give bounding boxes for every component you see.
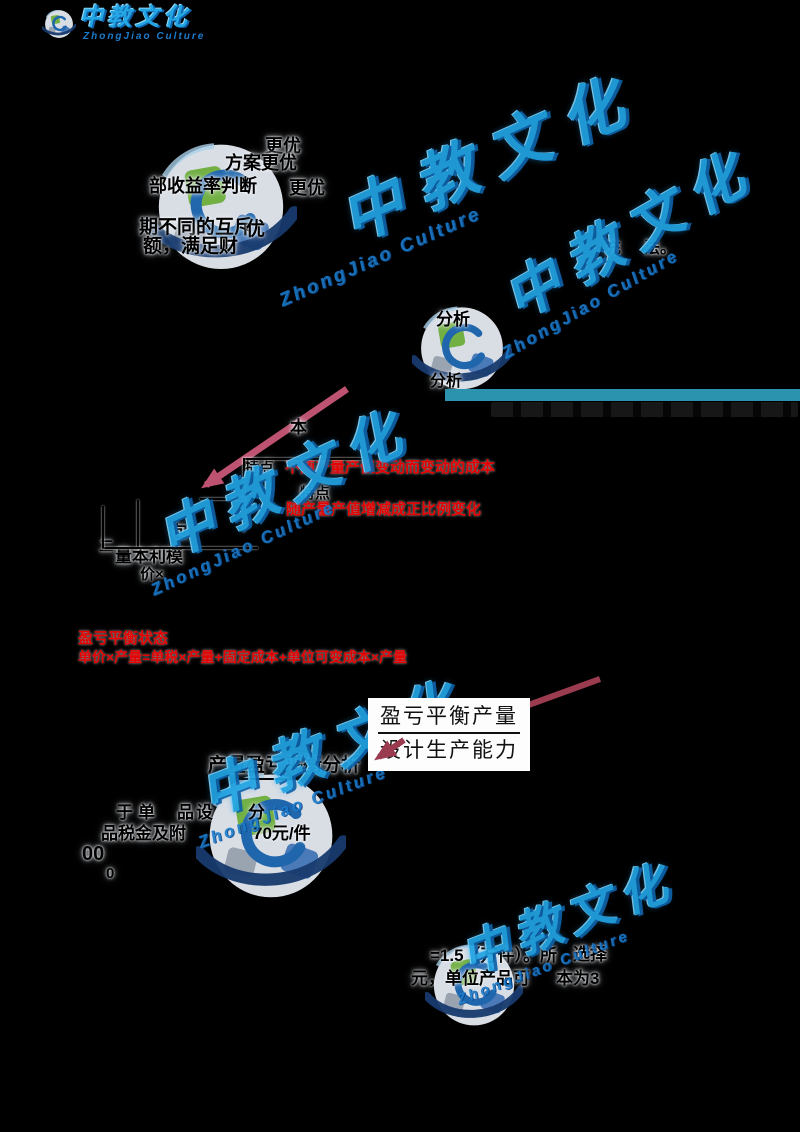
text-fragment: 部收益率判断 (149, 176, 257, 196)
text-fragment: 单价×产量=单税×产量+固定成本+单位可变成本×产量 (78, 649, 408, 665)
text-fragment: 充 (605, 240, 622, 257)
table-border-line (200, 498, 245, 500)
text-fragment: 额，满足财 (143, 236, 239, 257)
text-fragment: 产量盈亏平衡分析 (208, 755, 361, 780)
text-fragment: 量本利模 (115, 547, 183, 566)
text-fragment: 00 (82, 843, 105, 865)
text-fragment: 特点 (300, 485, 331, 502)
text-fragment: 于 (116, 803, 133, 822)
brand-text-group: 中教文化 ZhongJiao Culture (79, 4, 206, 43)
brand-logo: 中教文化 ZhongJiao Culture (42, 4, 206, 43)
brand-tagline: ZhongJiao Culture (83, 31, 206, 43)
text-fragment: 70元/件 (253, 824, 311, 843)
text-fragment: 选择 (573, 945, 607, 964)
text-fragment: 分析 (436, 310, 470, 329)
text-fragment: 元，单位产品可 (411, 969, 530, 988)
text-fragment: 品 (177, 803, 194, 822)
text-fragment: =1.5（万件）。所 (430, 946, 558, 965)
table-border-line (243, 458, 245, 532)
text-fragment: 0 (106, 865, 115, 882)
fraction-numerator: 盈亏平衡产量 (380, 704, 518, 728)
break-even-fraction-box: 盈亏平衡产量 设计生产能力 (368, 698, 530, 771)
watermark-en-text: ZhongJiao Culture (276, 202, 485, 312)
watermark-cn-text: 中教文化 (148, 397, 422, 570)
fraction-denominator: 设计生产能力 (380, 738, 518, 763)
text-fragment: 包 (172, 524, 189, 541)
text-fragment: 优 (246, 219, 266, 240)
text-fragment: 特点 (244, 459, 275, 476)
globe-logo-icon (42, 8, 76, 42)
text-fragment: 设 (196, 803, 213, 822)
watermark-en-text: ZhongJiao Culture (498, 245, 683, 363)
text-fragment: 本 (290, 418, 307, 437)
text-fragment: 更优 (289, 178, 325, 198)
brand-name: 中教文化 (79, 4, 191, 31)
text-fragment: 本为3 (556, 969, 600, 988)
table-border-line (137, 500, 139, 548)
text-fragment: 不随产量产值变动而变动的成本 (285, 459, 496, 476)
fraction-line (378, 732, 520, 735)
table-border-line (102, 547, 258, 549)
text-fragment: 盈亏平衡状态 (78, 630, 169, 647)
section-underline-bar (445, 389, 800, 401)
table-border-line (102, 506, 104, 548)
text-fragment: 方案更优 (225, 153, 297, 173)
text-fragment: 分 (248, 803, 265, 822)
connector-arrowhead (201, 468, 225, 489)
table-border-line (243, 458, 363, 460)
text-fragment: 单 (138, 803, 155, 822)
text-fragment: 价× (140, 566, 164, 583)
watermark-cn-text: 中教文化 (330, 62, 651, 256)
obscured-text-strip (491, 402, 798, 417)
text-fragment: 法。 (644, 240, 677, 257)
watermark-cn-text: 中教文化 (493, 136, 767, 332)
text-fragment: 分析 (430, 373, 463, 390)
text-fragment: 随产量产值增减成正比例变化 (286, 501, 482, 518)
text-fragment: 品税金及附 (101, 824, 186, 843)
